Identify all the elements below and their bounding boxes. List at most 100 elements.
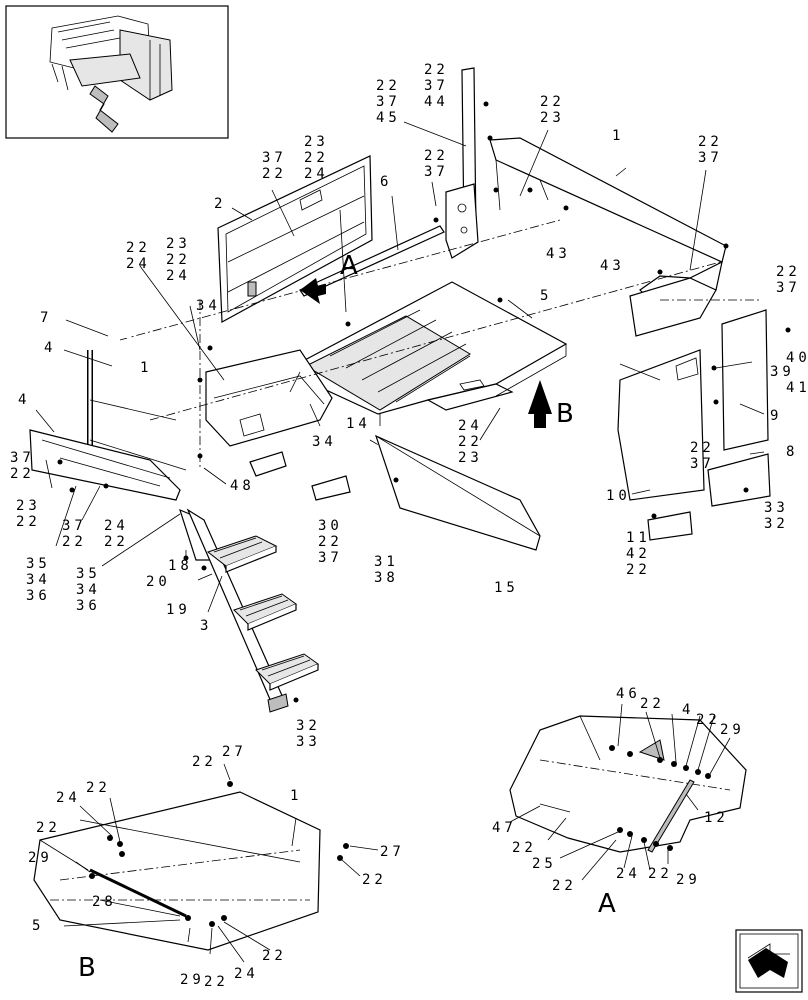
- callout: 4: [44, 340, 56, 356]
- callout: 28: [92, 894, 117, 910]
- callout: 15: [494, 580, 519, 596]
- leader-lines: [35, 121, 765, 613]
- detail-view-a: [509, 703, 747, 881]
- callout: 34: [76, 582, 101, 598]
- callout: 22: [512, 840, 537, 856]
- callout: 4: [18, 392, 30, 408]
- callout: 19: [166, 602, 191, 618]
- callout: 22: [696, 712, 721, 728]
- callout: 22: [262, 166, 287, 182]
- callout: 22: [104, 534, 129, 550]
- callout: 22: [318, 534, 343, 550]
- callout: 22: [166, 252, 191, 268]
- callout: 22: [262, 948, 287, 964]
- callout: 9: [770, 408, 782, 424]
- callout: 41: [786, 380, 808, 396]
- callout: 39: [770, 364, 795, 380]
- callout: 37: [262, 150, 287, 166]
- callout: 5: [540, 288, 552, 304]
- view-a-marker: A: [340, 251, 358, 281]
- callout: 22: [424, 62, 449, 78]
- callout: 37: [318, 550, 343, 566]
- view-a-arrow: [300, 278, 326, 304]
- callout: 27: [222, 744, 247, 760]
- callout: 22: [192, 754, 217, 770]
- callout: 24: [104, 518, 129, 534]
- callout: 5: [32, 918, 44, 934]
- callout: 29: [720, 722, 745, 738]
- view-b-arrow: [528, 380, 552, 428]
- side-panel: [617, 349, 705, 501]
- callout: 11: [626, 530, 651, 546]
- callout: 38: [374, 570, 399, 586]
- callout: 22: [36, 820, 61, 836]
- callout: 37: [776, 280, 801, 296]
- callout: 22: [690, 440, 715, 456]
- lower-plate: [375, 434, 541, 551]
- callout: 22: [698, 134, 723, 150]
- callout: 18: [168, 558, 193, 574]
- main-assembly: [29, 67, 791, 713]
- callout: 29: [28, 850, 53, 866]
- callout: 4: [682, 702, 694, 718]
- callout: 46: [616, 686, 641, 702]
- back-panel: [217, 155, 373, 323]
- callout: 24: [56, 790, 81, 806]
- callout: 22: [424, 148, 449, 164]
- callout: 24: [616, 866, 641, 882]
- callout: 22: [458, 434, 483, 450]
- callout: 24: [304, 166, 329, 182]
- callout: 37: [10, 450, 35, 466]
- callout: 34: [196, 298, 221, 314]
- callout: 37: [376, 94, 401, 110]
- callout: 43: [546, 246, 571, 262]
- callout: 22: [16, 514, 41, 530]
- callout: 35: [76, 566, 101, 582]
- next-page-icon[interactable]: [735, 929, 803, 993]
- callout: 48: [230, 478, 255, 494]
- callout: 30: [318, 518, 343, 534]
- callout: 22: [10, 466, 35, 482]
- callout: 37: [424, 78, 449, 94]
- callout: 22: [86, 780, 111, 796]
- callout: 37: [62, 518, 87, 534]
- callout: 37: [698, 150, 723, 166]
- callout: 1: [140, 360, 152, 376]
- callout: 31: [374, 554, 399, 570]
- callout: 32: [296, 718, 321, 734]
- step-frame: [29, 429, 181, 501]
- callout: 43: [600, 258, 625, 274]
- callout: 22: [126, 240, 151, 256]
- callout: 45: [376, 110, 401, 126]
- callout: 22: [640, 696, 665, 712]
- callout-labels: 22 37 22 37 44 45 22 23 1 22 37 23 22 24…: [10, 62, 808, 990]
- callout: 33: [764, 500, 789, 516]
- callout: 37: [690, 456, 715, 472]
- callout: 33: [296, 734, 321, 750]
- callout: 22: [62, 534, 87, 550]
- side-cover: [721, 309, 769, 451]
- callout: 22: [362, 872, 387, 888]
- callout: 20: [146, 574, 171, 590]
- callout: 24: [234, 966, 259, 982]
- callout: 24: [458, 418, 483, 434]
- tread-plate: [304, 315, 471, 411]
- callout: 47: [492, 820, 517, 836]
- callout: 8: [786, 444, 798, 460]
- overview-thumbnail[interactable]: [5, 5, 229, 139]
- callout: 22: [626, 562, 651, 578]
- callout: 22: [776, 264, 801, 280]
- callout: 22: [376, 78, 401, 94]
- callout: 36: [26, 588, 51, 604]
- steps: [206, 535, 320, 713]
- callout: 22: [552, 878, 577, 894]
- callout: 12: [704, 810, 729, 826]
- callout: 22: [540, 94, 565, 110]
- callout: 29: [180, 972, 205, 988]
- callout: 1: [290, 788, 302, 804]
- callout: 23: [540, 110, 565, 126]
- callout: 32: [764, 516, 789, 532]
- callout: 27: [380, 844, 405, 860]
